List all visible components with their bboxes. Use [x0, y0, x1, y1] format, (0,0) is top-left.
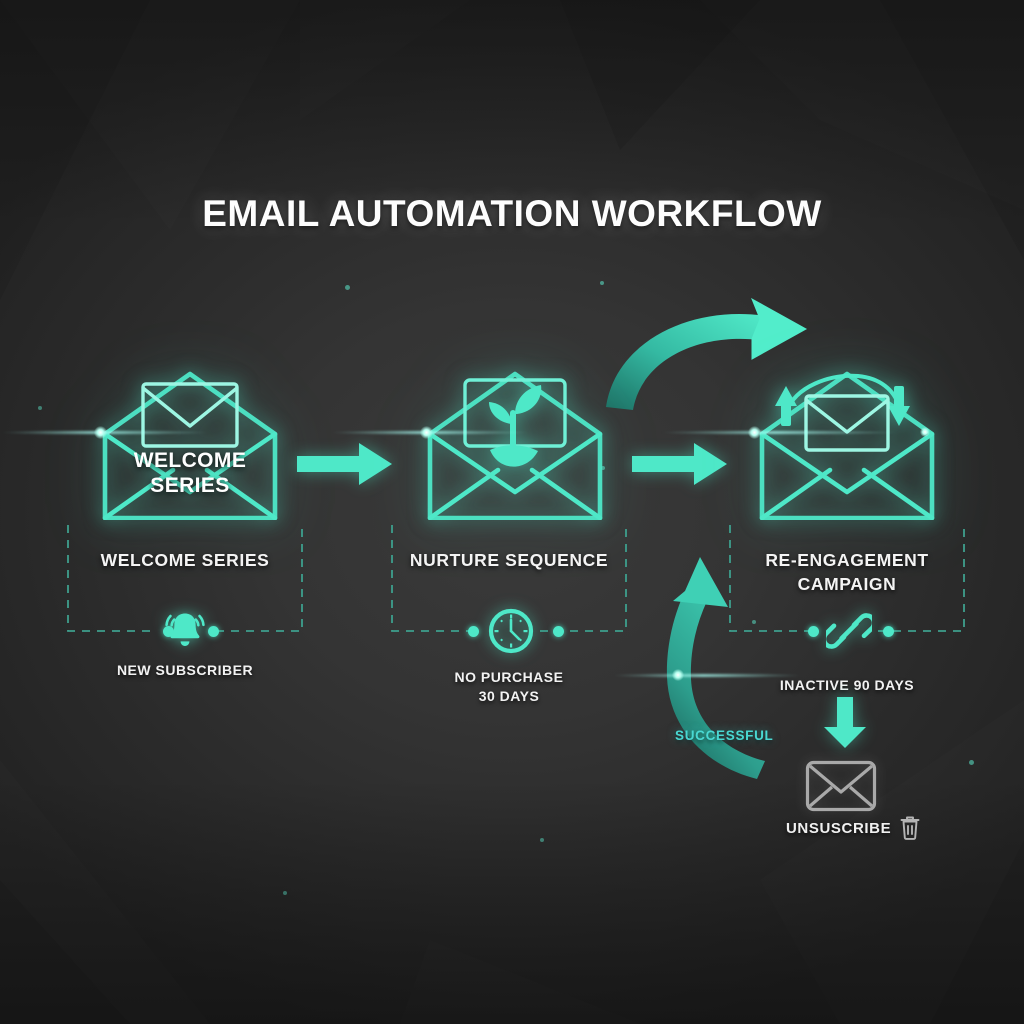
closed-envelope-icon	[805, 760, 877, 812]
open-envelope-icon: WELCOME SERIES	[95, 370, 285, 520]
lens-flare-core	[748, 426, 761, 439]
connector-arrow-2-3	[632, 440, 728, 488]
background-particle	[283, 891, 287, 895]
background-particle	[600, 281, 604, 285]
trash-icon[interactable]	[899, 815, 921, 841]
link-chain-icon	[824, 606, 874, 656]
node-dashed-frame	[67, 525, 303, 632]
open-envelope-seedling-icon	[420, 370, 610, 520]
node-label: NURTURE SEQUENCE	[409, 550, 609, 570]
lens-flare	[612, 674, 802, 677]
lens-flare-core	[672, 669, 684, 681]
background-particle	[540, 838, 544, 842]
unsubscribe-label: UNSUSCRIBE	[786, 819, 892, 837]
node-dashed-frame	[391, 525, 627, 632]
background-particle	[752, 620, 756, 624]
clock-icon	[487, 607, 535, 655]
bell-icon	[160, 605, 210, 655]
connector-arrow-1-2	[297, 440, 393, 488]
lens-flare-core	[920, 427, 930, 437]
lens-flare-core	[94, 426, 107, 439]
page-title: EMAIL AUTOMATION WORKFLOW	[202, 193, 822, 234]
trigger-label: INACTIVE 90 DAYS	[779, 677, 915, 693]
connector-dot	[808, 626, 819, 637]
lens-flare	[660, 431, 900, 434]
trigger-label: NO PURCHASE 30 DAYS	[454, 669, 564, 704]
connector-loop-label: SUCCESSFUL	[675, 728, 774, 743]
node-dashed-frame	[729, 525, 965, 632]
unsubscribe-row[interactable]: UNSUSCRIBE	[786, 815, 921, 841]
connector-dot	[208, 626, 219, 637]
trigger-label: NEW SUBSCRIBER	[116, 662, 254, 678]
node-label: RE-ENGAGEMENT CAMPAIGN	[765, 550, 929, 594]
background-particle	[969, 760, 974, 765]
connector-dot	[553, 626, 564, 637]
connector-dot	[883, 626, 894, 637]
background-particle	[601, 466, 605, 470]
connector-loop-back	[645, 555, 775, 785]
connector-top-curve	[600, 295, 860, 415]
lens-flare-core	[420, 426, 433, 439]
node-label: WELCOME SERIES	[100, 550, 270, 570]
connector-arrow-down	[822, 697, 868, 749]
open-envelope-refresh-icon	[752, 370, 942, 520]
background-particle	[345, 285, 350, 290]
background-particle	[38, 406, 42, 410]
connector-dot	[163, 626, 174, 637]
connector-dot	[468, 626, 479, 637]
